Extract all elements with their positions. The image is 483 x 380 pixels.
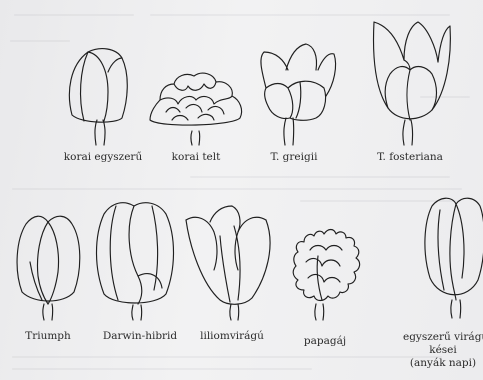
tulip-korai-egyszeru (69, 49, 127, 145)
tulip-t-fosteriana (374, 22, 451, 145)
label-anyak-napi: (anyák napi) (403, 357, 483, 369)
tulip-papagaj (293, 230, 359, 321)
label-papagaj: papagáj (298, 335, 352, 347)
label-kesei: kései (403, 344, 483, 356)
tulip-t-greigii (261, 44, 336, 145)
label-darwin-hibrid: Darwin-hibrid (100, 330, 180, 342)
tulip-triumph (17, 216, 80, 320)
tulip-egyszeru-kesei (425, 198, 483, 318)
tulip-korai-telt (150, 73, 242, 145)
label-korai-egyszeru: korai egyszerű (62, 151, 144, 163)
tulip-liliomviragu (186, 206, 270, 320)
tulip-darwin-hibrid (97, 203, 174, 320)
label-liliomviragu: liliomvirágú (194, 330, 270, 342)
label-korai-telt: korai telt (160, 151, 232, 163)
label-t-fosteriana: T. fosteriana (368, 151, 452, 163)
label-triumph: Triumph (18, 330, 78, 342)
label-egyszeru-viragu: egyszerű virágú (403, 331, 483, 343)
label-t-greigii: T. greigii (262, 151, 326, 163)
